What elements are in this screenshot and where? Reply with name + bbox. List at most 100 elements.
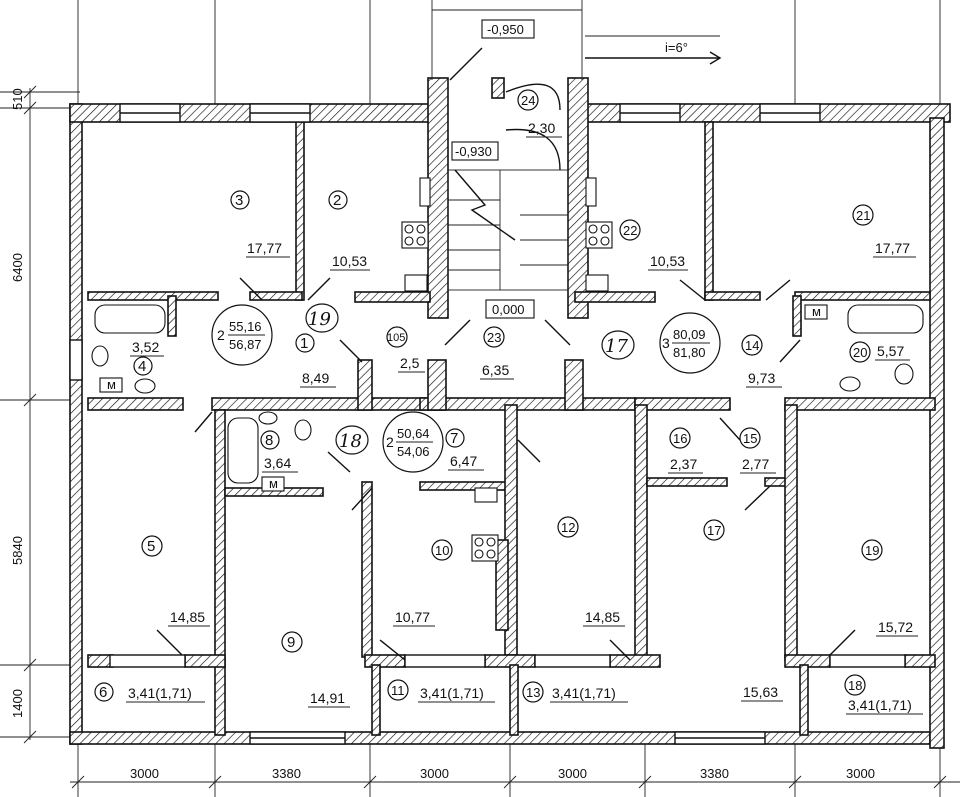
- svg-text:13: 13: [526, 685, 540, 700]
- apartment-summaries: 2 55,16 56,87 19 2 50,64 54,06 18 3 80,0…: [211, 303, 721, 473]
- svg-text:16: 16: [673, 431, 687, 446]
- svg-text:19: 19: [865, 543, 879, 558]
- room-15: 15 2,77: [739, 427, 776, 474]
- room-10: 10 10,77: [393, 539, 453, 627]
- room-8: 8 3,64: [260, 430, 298, 473]
- svg-text:18: 18: [339, 431, 362, 452]
- toilet-mid-icon: [294, 419, 312, 441]
- svg-text:2: 2: [217, 327, 225, 343]
- sink-left-icon: [134, 378, 156, 394]
- room-9: 9 14,91: [281, 631, 350, 708]
- windows: [69, 103, 906, 745]
- elevation-floor: 0,000: [492, 302, 525, 317]
- svg-text:1: 1: [300, 335, 308, 352]
- svg-text:3,41(1,71): 3,41(1,71): [128, 685, 192, 701]
- meter-label-left: м: [107, 377, 116, 392]
- room-23: 23 6,35: [480, 326, 514, 380]
- room-105: 105 2,5: [386, 326, 425, 373]
- svg-text:24: 24: [521, 93, 535, 108]
- svg-text:2: 2: [333, 192, 341, 209]
- slope-label: i=6°: [665, 40, 688, 55]
- svg-text:2,5: 2,5: [400, 355, 420, 371]
- svg-text:10,53: 10,53: [332, 253, 367, 269]
- room-20: 20 5,57: [849, 341, 910, 363]
- svg-text:105: 105: [387, 332, 405, 344]
- svg-text:10: 10: [435, 543, 449, 558]
- room-1: 1 8,49: [295, 333, 336, 388]
- room-21: 21 17,77: [852, 204, 916, 258]
- room-18: 18 3,41(1,71): [844, 674, 923, 715]
- apartment-1: 2 55,16 56,87 19: [211, 303, 339, 366]
- svg-text:17: 17: [605, 336, 628, 357]
- svg-text:14,91: 14,91: [310, 690, 345, 706]
- svg-text:3,41(1,71): 3,41(1,71): [848, 697, 912, 713]
- dim-v-510: 510: [10, 88, 25, 110]
- apartment-2: 2 50,64 54,06 18: [335, 411, 444, 473]
- svg-text:81,80: 81,80: [673, 345, 706, 360]
- room-22: 22 10,53: [619, 219, 688, 271]
- interior-walls: [87, 121, 936, 736]
- svg-text:18: 18: [848, 678, 862, 693]
- vertical-dimension-chain: 510 6400 5840 1400: [10, 85, 37, 744]
- svg-text:9,73: 9,73: [748, 370, 775, 386]
- room-16: 16 2,37: [668, 427, 703, 474]
- svg-text:14,85: 14,85: [585, 609, 620, 625]
- meter-label-mid: м: [269, 476, 278, 491]
- svg-text:56,87: 56,87: [229, 337, 262, 352]
- svg-text:21: 21: [856, 208, 870, 223]
- entrance-markers: -0,950 -0,930 0,000 i=6°: [431, 0, 722, 319]
- room-19: 19 15,72: [861, 539, 918, 637]
- room-17: 17 15,63: [703, 519, 783, 702]
- svg-text:14,85: 14,85: [170, 609, 205, 625]
- room-12: 12 14,85: [557, 516, 625, 627]
- svg-text:8,49: 8,49: [302, 370, 329, 386]
- svg-text:12: 12: [561, 520, 575, 535]
- svg-text:2,30: 2,30: [528, 120, 555, 136]
- svg-text:7: 7: [450, 430, 458, 447]
- apartment-3: 3 80,09 81,80 17: [601, 312, 721, 374]
- svg-text:2: 2: [386, 434, 394, 450]
- elevation-top: -0,950: [487, 22, 524, 37]
- svg-text:6,35: 6,35: [482, 362, 509, 378]
- room-2: 2 10,53: [328, 190, 370, 271]
- staircase: [447, 169, 569, 291]
- room-14: 14 9,73: [741, 334, 782, 388]
- dim-h-6: 3000: [846, 766, 875, 781]
- sink-mid-icon: [258, 411, 278, 425]
- dim-h-3: 3000: [420, 766, 449, 781]
- svg-text:9: 9: [287, 634, 295, 651]
- svg-text:15: 15: [743, 431, 757, 446]
- svg-text:17,77: 17,77: [875, 240, 910, 256]
- room-3: 3 17,77: [230, 190, 290, 258]
- svg-text:3: 3: [662, 335, 670, 351]
- svg-text:10,77: 10,77: [395, 609, 430, 625]
- svg-text:6,47: 6,47: [450, 453, 477, 469]
- room-24: 24 2,30: [517, 89, 562, 138]
- svg-text:3: 3: [235, 192, 243, 209]
- room-13: 13 3,41(1,71): [522, 681, 628, 703]
- dim-v-6400: 6400: [10, 253, 25, 282]
- svg-text:15,72: 15,72: [878, 619, 913, 635]
- elevation-landing: -0,930: [455, 144, 492, 159]
- svg-text:10,53: 10,53: [650, 253, 685, 269]
- svg-text:3,64: 3,64: [264, 455, 291, 471]
- svg-text:8: 8: [265, 432, 273, 449]
- room-6: 6 3,41(1,71): [94, 682, 205, 703]
- bathtub-mid-icon: [227, 417, 259, 484]
- room-4: 4 3,52: [130, 339, 164, 376]
- sink-right-icon: [839, 376, 861, 392]
- dim-v-1400: 1400: [10, 689, 25, 718]
- svg-text:17,77: 17,77: [247, 240, 282, 256]
- svg-text:2,37: 2,37: [670, 456, 697, 472]
- dim-h-2: 3380: [272, 766, 301, 781]
- toilet-right-icon: [894, 363, 914, 385]
- svg-text:11: 11: [391, 683, 405, 698]
- dim-h-1: 3000: [130, 766, 159, 781]
- svg-text:20: 20: [853, 345, 867, 360]
- svg-text:54,06: 54,06: [397, 444, 430, 459]
- room-5: 5 14,85: [141, 535, 210, 627]
- dim-v-5840: 5840: [10, 536, 25, 565]
- svg-text:55,16: 55,16: [229, 319, 262, 334]
- svg-text:3,41(1,71): 3,41(1,71): [552, 685, 616, 701]
